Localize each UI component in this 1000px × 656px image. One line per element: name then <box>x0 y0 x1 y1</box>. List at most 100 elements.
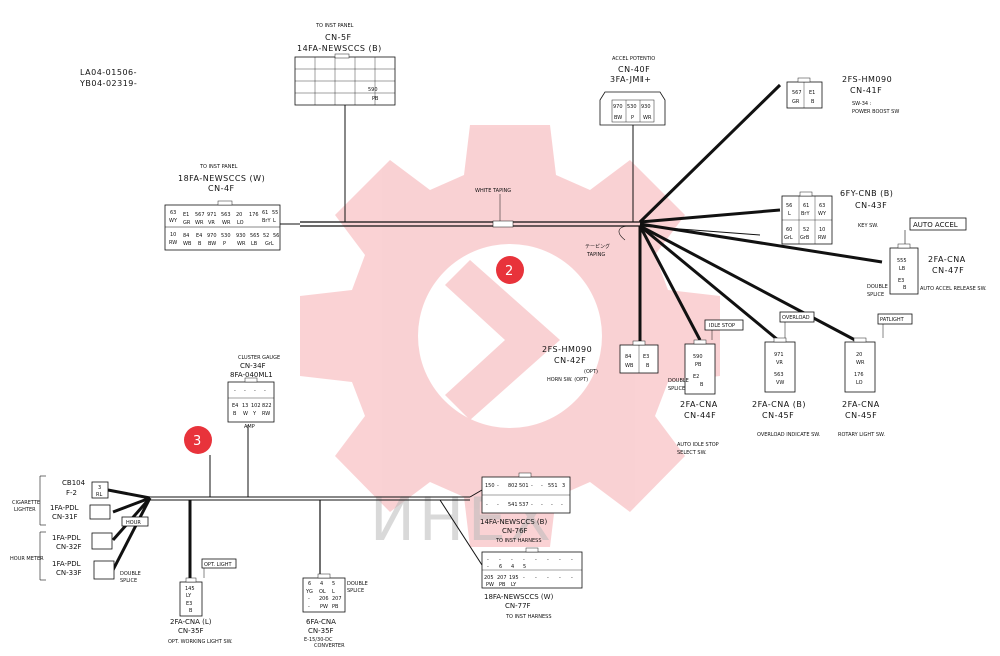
cn33f-id: CN-33F <box>56 569 82 577</box>
svg-text:3: 3 <box>562 483 565 489</box>
svg-text:-: - <box>264 388 266 394</box>
svg-text:195: 195 <box>509 575 519 581</box>
svg-text:E3: E3 <box>186 601 192 607</box>
connector-cn-45f-patlight: PATLIGHT 20 WR 176 LO 2FA-CNA CN-45F ROT… <box>838 313 913 438</box>
svg-text:LY: LY <box>511 582 517 588</box>
svg-text:PB: PB <box>499 582 506 588</box>
svg-text:Y: Y <box>252 411 257 417</box>
connector-cn-31f: CIGARETTE LIGHTER 1FA-PDL CN-31F <box>12 500 111 521</box>
cn41f-desc: SW-34 : <box>852 101 872 107</box>
cn33f-desc: HOUR METER <box>10 556 44 562</box>
cn35f-note: E-15/30-DC <box>304 637 333 643</box>
svg-text:WR: WR <box>237 241 246 247</box>
svg-text:E3: E3 <box>643 354 649 360</box>
svg-text:84: 84 <box>183 233 189 239</box>
cn35fl-id: CN-35F <box>178 627 204 635</box>
cn4f-id: CN-4F <box>208 184 235 193</box>
cn33f-part: 1FA-PDL <box>52 560 81 568</box>
svg-text:20: 20 <box>856 352 862 358</box>
cn35f-part: 6FA-CNA <box>306 618 336 626</box>
cn77f-id: CN-77F <box>505 602 531 610</box>
svg-text:52: 52 <box>263 233 269 239</box>
white-taping-label: WHITE TAPING <box>475 188 511 194</box>
cn35fl-part: 2FA-CNA (L) <box>170 618 212 626</box>
svg-text:WR: WR <box>856 360 865 366</box>
cb104-part: F-2 <box>66 489 77 497</box>
svg-text:63: 63 <box>819 203 825 209</box>
cn34f-foot: AMP <box>244 424 255 430</box>
cn45fb-id: CN-45F <box>845 411 877 420</box>
cn43f-id: CN-43F <box>855 201 887 210</box>
svg-text:822: 822 <box>262 403 272 409</box>
connector-cn-45f-overload: OVERLOAD 971 VR 563 VW 2FA-CNA (B) CN-45… <box>752 311 821 438</box>
svg-text:E1: E1 <box>183 212 189 218</box>
callout-badge-3: 3 <box>184 426 212 454</box>
connector-cn-40f: ACCEL POTENTIO CN-40F 3FA-JMⅡ+ 970 530 9… <box>599 56 666 126</box>
cn31f-desc: CIGARETTE <box>12 500 40 506</box>
cn5f-id: CN-5F <box>325 33 352 42</box>
connector-cn-34f: CLUSTER GAUGE CN-34F 8FA-040ML1 - - - - … <box>227 355 280 430</box>
svg-text:LY: LY <box>186 593 192 599</box>
svg-text:-: - <box>571 557 573 563</box>
svg-text:GR: GR <box>183 220 191 226</box>
svg-text:-: - <box>547 575 549 581</box>
svg-text:971: 971 <box>774 352 784 358</box>
cn41f-desc2: POWER BOOST SW <box>852 109 899 115</box>
svg-text:5: 5 <box>523 564 526 570</box>
cn43f-desc: KEY SW. <box>858 223 879 229</box>
cn35fl-desc: OPT. WORKING LIGHT SW. <box>168 639 233 645</box>
cn44f-part: 2FA-CNA <box>680 400 718 409</box>
cn77f-note: TO INST HARNESS <box>505 614 552 620</box>
cn4f-left-2: WY <box>169 218 178 224</box>
svg-text:4: 4 <box>320 581 323 587</box>
svg-text:930: 930 <box>641 104 651 110</box>
cn47f-id: CN-47F <box>932 266 964 275</box>
svg-text:BrY: BrY <box>801 211 810 217</box>
svg-text:-: - <box>561 502 563 508</box>
cn5f-part: 14FA-NEWSCCS (B) <box>297 44 382 53</box>
svg-text:-: - <box>547 557 549 563</box>
cn35f-splice: DOUBLE <box>347 581 368 587</box>
cn33f-splice2: SPLICE <box>120 578 137 584</box>
svg-text:56: 56 <box>273 233 279 239</box>
cn45fa-id: CN-45F <box>762 411 794 420</box>
svg-text:LO: LO <box>237 220 244 226</box>
svg-text:-: - <box>551 502 553 508</box>
svg-text:BrY: BrY <box>262 218 271 224</box>
svg-text:LB: LB <box>251 241 258 247</box>
doc-id-1: LA04-01506- <box>80 68 137 77</box>
cn41f-part: 2FS-HM090 <box>842 75 892 84</box>
cn34f-note: CLUSTER GAUGE <box>238 355 280 361</box>
svg-text:-: - <box>523 557 525 563</box>
svg-text:-: - <box>234 388 236 394</box>
cn44f-id: CN-44F <box>684 411 716 420</box>
callout-badge-2: 2 <box>496 256 524 284</box>
cn44f-desc: AUTO IDLE STOP <box>677 442 719 448</box>
cn77f-part: 18FA-NEWSCCS (W) <box>484 593 554 601</box>
svg-text:2: 2 <box>505 264 513 279</box>
svg-text:OL: OL <box>319 589 326 595</box>
svg-text:563: 563 <box>221 212 231 218</box>
svg-text:565: 565 <box>250 233 260 239</box>
svg-text:-: - <box>499 557 501 563</box>
svg-text:206: 206 <box>319 596 329 602</box>
svg-text:L: L <box>788 211 791 217</box>
svg-text:207: 207 <box>332 596 342 602</box>
cn47f-desc: AUTO ACCEL RELEASE SW. <box>920 286 987 292</box>
cn76f-part: 14FA-NEWSCCS (B) <box>480 518 547 526</box>
svg-text:-: - <box>571 575 573 581</box>
svg-text:PB: PB <box>332 604 339 610</box>
svg-text:WB: WB <box>625 363 634 369</box>
svg-text:541: 541 <box>508 502 518 508</box>
svg-text:-: - <box>486 502 488 508</box>
svg-text:205: 205 <box>484 575 494 581</box>
connector-cn-47f: AUTO ACCEL 555 LB E3 B 2FA-CNA CN-47F DO… <box>867 217 987 298</box>
svg-text:GrL: GrL <box>265 241 274 247</box>
cn5f-pin: 590 <box>368 87 378 93</box>
cn44f-splice: DOUBLE <box>668 378 689 384</box>
svg-text:BW: BW <box>614 115 622 121</box>
svg-text:-: - <box>511 557 513 563</box>
cn41f-id: CN-41F <box>850 86 882 95</box>
svg-text:3: 3 <box>98 485 101 491</box>
svg-text:WY: WY <box>818 211 827 217</box>
